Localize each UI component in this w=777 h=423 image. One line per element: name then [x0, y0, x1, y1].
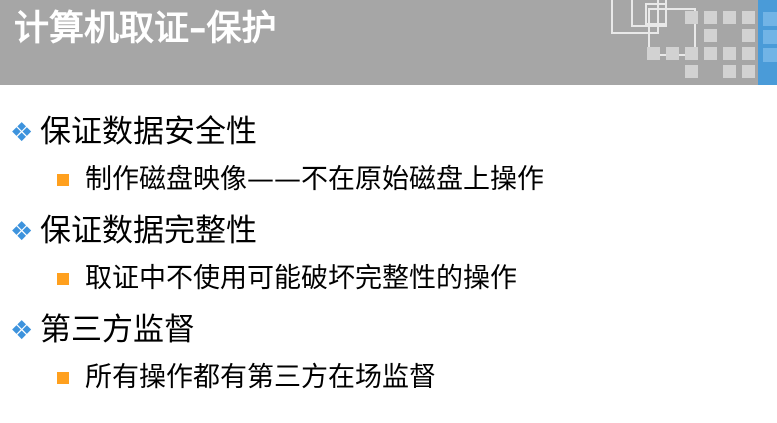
bullet-level2-label: 制作磁盘映像——不在原始磁盘上操作: [85, 164, 544, 195]
diamond-cluster-bullet-icon: ❖: [10, 316, 34, 346]
bullet-level1: ❖ 保证数据完整性: [10, 208, 257, 254]
bullet-level1-label: 保证数据完整性: [40, 213, 257, 249]
accent-blue-segment: [763, 12, 777, 26]
diamond-cluster-bullet-icon: ❖: [10, 217, 34, 247]
diamond-cluster-bullet-icon: ❖: [10, 118, 34, 148]
bullet-level2-label: 所有操作都有第三方在场监督: [85, 362, 436, 393]
orange-square-bullet-icon: [57, 273, 69, 285]
bullet-level1-label: 保证数据安全性: [40, 114, 257, 150]
bullet-level2: 取证中不使用可能破坏完整性的操作: [57, 258, 517, 300]
bullet-level1-label: 第三方监督: [40, 312, 195, 348]
bullet-level1: ❖ 保证数据安全性: [10, 109, 257, 155]
bullet-level2: 制作磁盘映像——不在原始磁盘上操作: [57, 159, 544, 201]
orange-square-bullet-icon: [57, 174, 69, 186]
orange-square-bullet-icon: [57, 372, 69, 384]
bullet-level2-label: 取证中不使用可能破坏完整性的操作: [85, 263, 517, 294]
accent-blue-segment: [763, 48, 777, 62]
slide-body: ❖ 保证数据安全性 制作磁盘映像——不在原始磁盘上操作 ❖ 保证数据完整性 取证…: [0, 85, 777, 423]
accent-blue-bar: [758, 0, 777, 85]
page-title: 计算机取证–保护: [14, 9, 277, 49]
accent-blue-segment: [763, 30, 777, 44]
header-band: [0, 0, 777, 85]
bullet-level2: 所有操作都有第三方在场监督: [57, 357, 436, 399]
bullet-level1: ❖ 第三方监督: [10, 307, 195, 353]
